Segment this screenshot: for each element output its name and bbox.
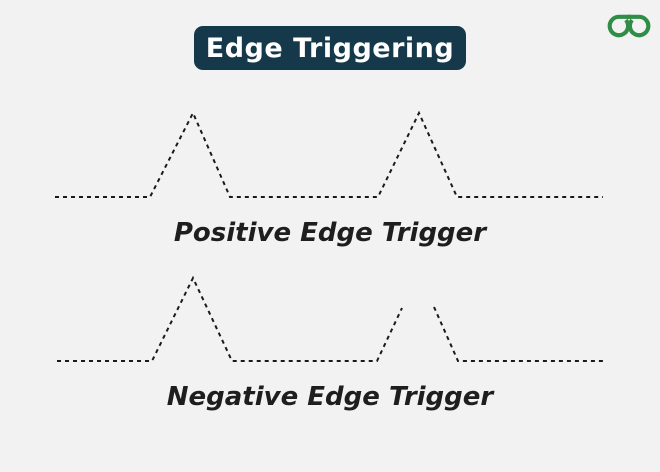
title-banner: Edge Triggering xyxy=(194,26,466,70)
waveform-polyline xyxy=(55,110,603,198)
waveform-polyline xyxy=(57,275,403,362)
page-title: Edge Triggering xyxy=(205,32,455,64)
negative-edge-waveform xyxy=(57,275,603,362)
positive-edge-waveform xyxy=(55,110,603,198)
positive-edge-label: Positive Edge Trigger xyxy=(173,218,487,248)
geeksforgeeks-logo-icon xyxy=(607,14,651,38)
waveform-polyline xyxy=(433,306,603,362)
negative-edge-label: Negative Edge Trigger xyxy=(166,382,494,412)
